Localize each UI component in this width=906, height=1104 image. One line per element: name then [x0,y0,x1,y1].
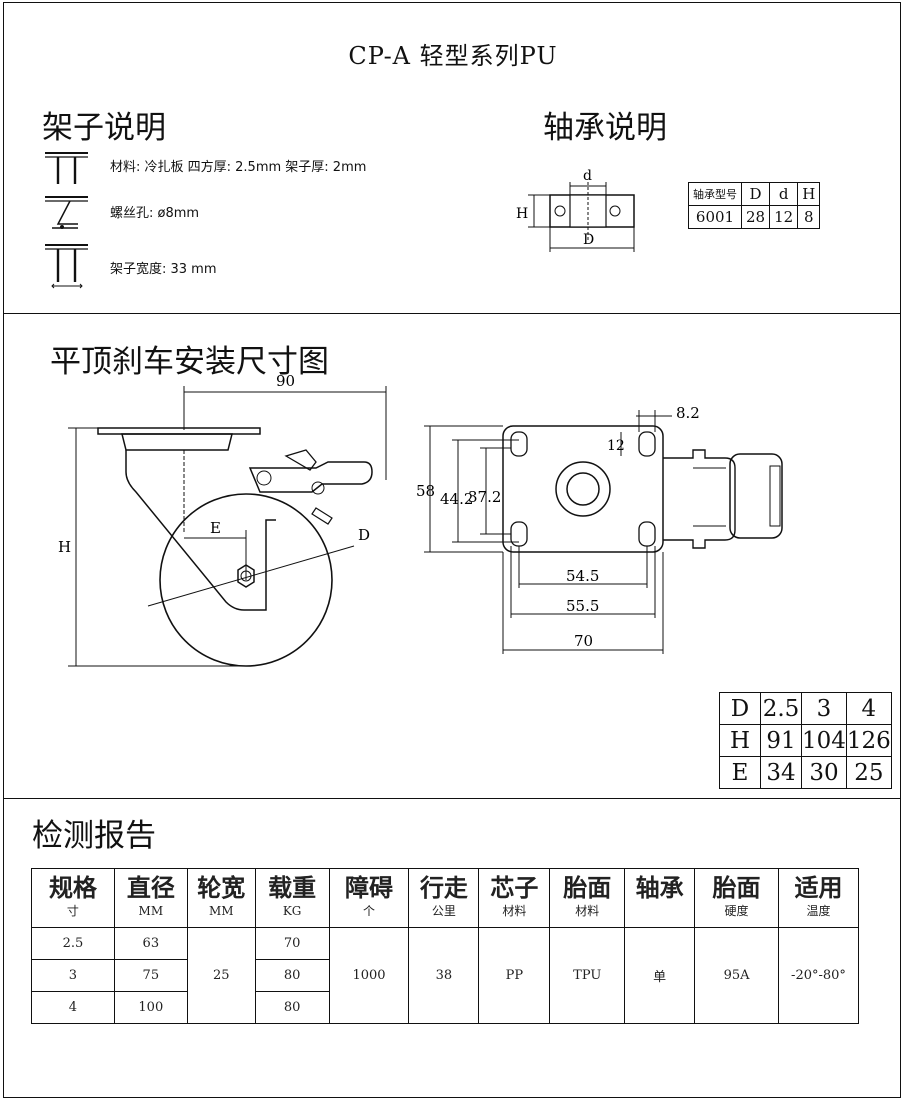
dimension-table: D 2.5 3 4 H 91 104 126 E 34 30 25 [719,692,892,789]
dim-E-2: 30 [801,756,847,789]
load-3: 80 [254,991,330,1024]
bearing-d-header: d [769,182,799,206]
dim-D-2: 3 [801,692,847,725]
bearing-D-label: D [583,232,594,248]
bolt-hole-icon [45,196,88,229]
top-slot-height-label: 12 [607,438,625,454]
load-1: 70 [254,927,330,960]
load-2: 80 [254,959,330,992]
size-1: 2.5 [31,927,115,960]
side-E-label: E [210,519,221,537]
diameter-1: 63 [113,927,188,960]
hardness-value: 95A [694,927,779,1024]
bolt-hole-text: 螺丝孔: ø8mm [110,206,200,221]
side-D-label: D [358,526,370,544]
bearing-table: 轴承型号 D d H 6001 28 12 8 [688,182,821,229]
divider-2 [3,798,901,799]
bearing-d-value: 12 [769,205,799,229]
dim-H-label: H [719,724,761,757]
dim-D-1: 2.5 [760,692,802,725]
obstacle-value: 1000 [328,927,410,1024]
top-h442-label: 44.2 [440,490,473,508]
core-value: PP [478,927,551,1024]
side-width-label: 90 [276,372,295,390]
diameter-2: 75 [113,959,188,992]
distance-value: 38 [408,927,480,1024]
bearing-d-label: d [583,168,592,184]
dim-H-3: 126 [845,724,892,757]
side-H-label: H [58,538,71,556]
bearing-heading: 轴承说明 [543,110,667,146]
bearing-D-value: 28 [740,205,771,229]
divider-1 [3,313,901,314]
col-size: 规格寸 [31,868,115,928]
size-3: 4 [31,991,115,1024]
col-hardness: 胎面硬度 [694,868,779,928]
top-view-drawing: 8.2 12 58 44.2 37.2 54.5 55.5 70 [416,404,783,654]
col-temperature: 适用温度 [777,868,860,928]
bearing-value: 单 [624,927,696,1024]
top-h372-label: 37.2 [468,488,501,506]
bearing-H-label: H [516,206,528,222]
frame-width-icon [45,244,88,289]
install-heading: 平顶刹车安装尺寸图 [50,344,329,380]
col-core: 芯子材料 [478,868,551,928]
dim-E-label: E [719,756,761,789]
tread-value: TPU [549,927,626,1024]
page-title: CP-A 轻型系列PU [348,42,558,70]
col-bearing: 轴承 [624,868,696,928]
top-slot-width-label: 8.2 [676,404,700,422]
bearing-model-header: 轴承型号 [688,182,742,206]
bearing-model-value: 6001 [688,205,742,229]
frame-heading: 架子说明 [42,110,166,146]
col-tread: 胎面材料 [549,868,626,928]
bearing-diagram: d D H [516,168,635,252]
bearing-H-value: 8 [797,205,821,229]
dim-H-2: 104 [801,724,847,757]
top-w555-label: 55.5 [566,597,599,615]
wheel-width: 25 [186,927,256,1024]
frame-material-text: 材料: 冷扎板 四方厚: 2.5mm 架子厚: 2mm [110,160,367,175]
side-view-drawing: 90 H E D [58,372,387,667]
top-w70-label: 70 [574,632,593,650]
bearing-D-header: D [740,182,771,206]
dim-D-label: D [719,692,761,725]
frame-width-text: 架子宽度: 33 mm [110,262,217,277]
temperature-value: -20°-80° [777,927,860,1024]
report-heading: 检测报告 [32,818,156,854]
col-obstacle: 障碍个 [328,868,410,928]
dim-H-1: 91 [760,724,802,757]
diameter-3: 100 [113,991,188,1024]
dim-E-1: 34 [760,756,802,789]
dim-E-3: 25 [845,756,892,789]
bearing-H-header: H [797,182,821,206]
page-frame [3,2,901,1098]
dim-D-3: 4 [845,692,892,725]
top-plate-icon [45,152,88,184]
top-w545-label: 54.5 [566,567,599,585]
size-2: 3 [31,959,115,992]
top-h58-label: 58 [416,482,435,500]
col-distance: 行走公里 [408,868,480,928]
